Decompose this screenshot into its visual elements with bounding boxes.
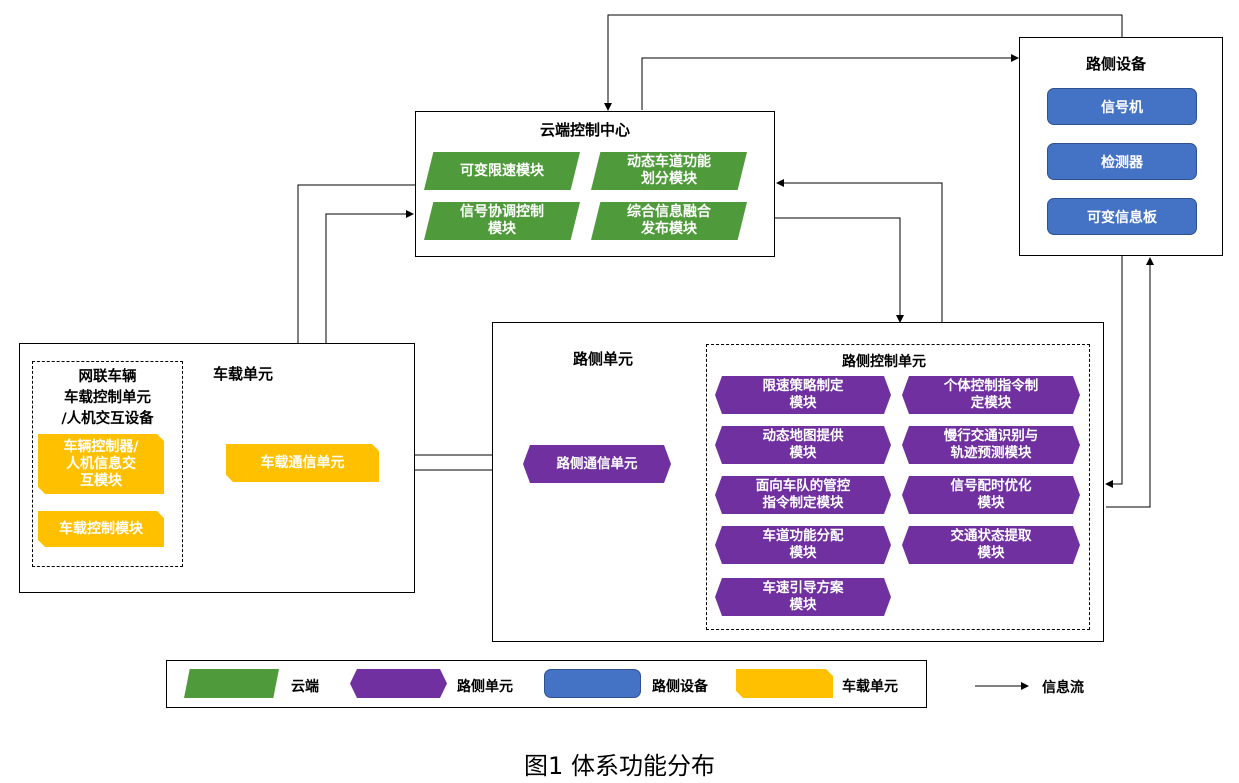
cloud-module-signal-coordination: 信号协调控制 模块 <box>424 202 580 240</box>
legend-flow-label: 信息流 <box>1042 680 1084 696</box>
legend-roadside-device-swatch <box>544 669 641 698</box>
rs-module-speed-limit-strategy: 限速策略制定 模块 <box>715 376 891 414</box>
rs-module-dynamic-map: 动态地图提供 模块 <box>715 426 891 464</box>
legend-vehicle-unit-swatch <box>736 669 833 698</box>
rs-module-platoon-control: 面向车队的管控 指令制定模块 <box>715 476 891 514</box>
cloud-module-variable-speed: 可变限速模块 <box>424 152 580 190</box>
cloud-module-dynamic-lane: 动态车道功能 划分模块 <box>591 152 747 190</box>
rs-module-lane-allocation: 车道功能分配 模块 <box>715 526 891 564</box>
legend-cloud-swatch <box>184 669 279 698</box>
connected-vehicle-group <box>32 361 183 567</box>
flow-cloud-to-roadside <box>775 217 904 323</box>
figure-caption: 图1 体系功能分布 <box>524 752 715 780</box>
rs-module-speed-guidance: 车速引导方案 模块 <box>715 578 891 616</box>
rs-module-slow-traffic: 慢行交通识别与 轨迹预测模块 <box>902 426 1080 464</box>
flow-roadside-to-cloud <box>776 179 943 322</box>
legend-vehicle-unit-label: 车载单元 <box>842 679 898 695</box>
rs-module-signal-timing: 信号配时优化 模块 <box>902 476 1080 514</box>
legend-roadside-unit-swatch <box>350 669 447 698</box>
vehicle-control-module: 车载控制模块 <box>38 511 164 547</box>
device-variable-message-board: 可变信息板 <box>1047 198 1197 235</box>
roadside-control-unit-group <box>706 344 1090 630</box>
flow-roadside-to-device <box>1106 257 1154 508</box>
vehicle-controller-hmi-module: 车辆控制器/ 人机信息交 互模块 <box>38 434 164 494</box>
legend-roadside-device-label: 路侧设备 <box>652 679 708 695</box>
legend-cloud-label: 云端 <box>291 679 319 695</box>
legend-roadside-unit-label: 路侧单元 <box>457 679 513 695</box>
vehicle-unit-title: 车载单元 <box>213 365 274 383</box>
flow-device-to-roadside <box>1105 256 1123 488</box>
device-signal-controller: 信号机 <box>1047 88 1197 125</box>
flow-cloud-to-device <box>641 54 1019 110</box>
rs-module-individual-control: 个体控制指令制 定模块 <box>902 376 1080 414</box>
cloud-module-info-fusion: 综合信息融合 发布模块 <box>591 202 747 240</box>
roadside-unit-title: 路侧单元 <box>573 350 634 368</box>
device-detector: 检测器 <box>1047 143 1197 180</box>
vehicle-comm-unit: 车载通信单元 <box>226 444 379 482</box>
roadside-comm-unit: 路侧通信单元 <box>523 445 671 483</box>
connected-vehicle-subtitle: 网联车辆 车载控制单元 /人机交互设备 <box>61 369 154 427</box>
roadside-control-title: 路侧控制单元 <box>842 354 926 370</box>
rs-module-traffic-state: 交通状态提取 模块 <box>902 526 1080 564</box>
roadside-device-title: 路侧设备 <box>1086 55 1147 73</box>
cloud-title: 云端控制中心 <box>540 121 631 139</box>
flow-device-to-cloud <box>604 14 1123 111</box>
